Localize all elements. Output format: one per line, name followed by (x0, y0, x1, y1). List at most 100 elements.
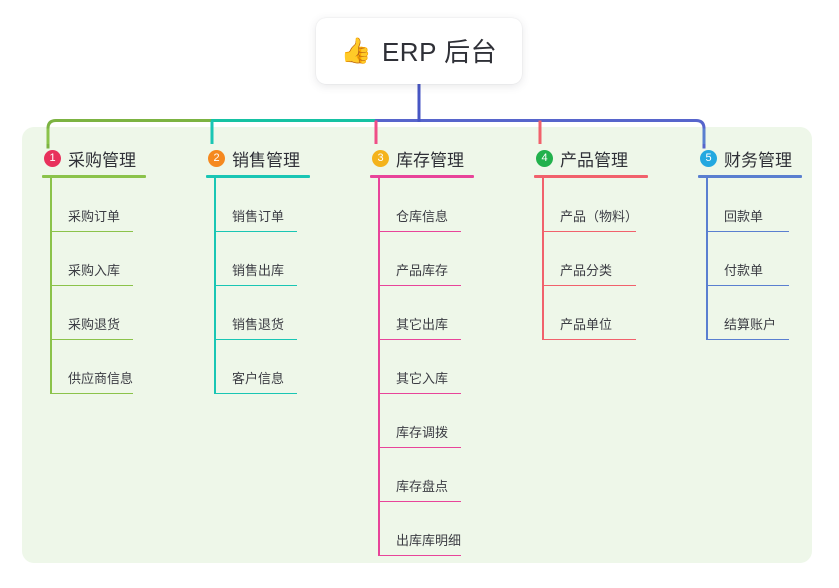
leaf-item[interactable]: 客户信息 (214, 340, 310, 394)
leaf-label: 回款单 (724, 209, 764, 224)
leaf-label: 销售出库 (232, 263, 285, 278)
leaf-underline (542, 284, 636, 286)
leaf-label: 供应商信息 (68, 371, 134, 386)
branch-number-badge: 2 (208, 149, 225, 167)
leaf-item[interactable]: 库存调拨 (378, 394, 474, 448)
leaf-underline (378, 230, 461, 232)
leaf-underline (706, 338, 789, 340)
diagram-panel (22, 127, 812, 563)
leaf-item[interactable]: 产品（物料） (542, 178, 648, 232)
leaf-spine (378, 178, 380, 556)
leaf-item[interactable]: 采购订单 (50, 178, 146, 232)
branch-header-5[interactable]: 5 财务管理 (698, 146, 802, 170)
leaf-underline (378, 500, 461, 502)
leaf-item[interactable]: 供应商信息 (50, 340, 146, 394)
leaf-underline (50, 284, 133, 286)
leaf-label: 其它入库 (396, 371, 449, 386)
leaf-item[interactable]: 销售出库 (214, 232, 310, 286)
leaf-underline (378, 446, 461, 448)
branch-header-underline (370, 175, 474, 178)
branch-number-badge: 4 (536, 149, 553, 167)
leaf-label: 库存调拨 (396, 425, 449, 440)
leaf-label: 结算账户 (724, 317, 777, 332)
leaf-underline (378, 392, 461, 394)
leaf-spine (706, 178, 708, 340)
branch-number-badge: 1 (44, 149, 61, 167)
leaf-label: 销售订单 (232, 209, 285, 224)
leaf-underline (214, 284, 297, 286)
root-node-title: ERP 后台 (381, 36, 498, 67)
leaf-label: 其它出库 (396, 317, 449, 332)
leaf-underline (214, 338, 297, 340)
leaf-underline (706, 230, 789, 232)
branch-header-1[interactable]: 1 采购管理 (42, 146, 146, 170)
branch-header-underline (42, 175, 146, 178)
leaf-list: 采购订单采购入库采购退货供应商信息 (50, 178, 146, 394)
leaf-label: 付款单 (724, 263, 764, 278)
branch-number-badge: 3 (372, 149, 389, 167)
leaf-label: 产品（物料） (560, 209, 639, 224)
branch-column-5: 5 财务管理回款单付款单结算账户 (698, 146, 802, 340)
leaf-underline (214, 230, 297, 232)
leaf-underline (214, 392, 297, 394)
leaf-item[interactable]: 其它出库 (378, 286, 474, 340)
leaf-item[interactable]: 产品库存 (378, 232, 474, 286)
branch-number-badge: 5 (700, 149, 717, 167)
leaf-item[interactable]: 产品单位 (542, 286, 648, 340)
branch-header-underline (206, 175, 310, 178)
leaf-underline (378, 554, 461, 556)
leaf-underline (378, 338, 461, 340)
leaf-item[interactable]: 销售订单 (214, 178, 310, 232)
leaf-item[interactable]: 销售退货 (214, 286, 310, 340)
leaf-underline (50, 230, 133, 232)
leaf-list: 产品（物料） 产品分类产品单位 (542, 178, 648, 340)
leaf-label: 采购退货 (68, 317, 121, 332)
branch-column-1: 1 采购管理采购订单采购入库采购退货供应商信息 (42, 146, 146, 394)
leaf-spine (50, 178, 52, 394)
leaf-label: 采购订单 (68, 209, 121, 224)
branch-column-3: 3 库存管理仓库信息产品库存其它出库其它入库库存调拨库存盘点出库库明细 (370, 146, 474, 556)
leaf-label: 产品单位 (560, 317, 613, 332)
leaf-item[interactable]: 出库库明细 (378, 502, 474, 556)
leaf-item[interactable]: 回款单 (706, 178, 802, 232)
leaf-label: 仓库信息 (396, 209, 449, 224)
leaf-label: 采购入库 (68, 263, 121, 278)
leaf-item[interactable]: 其它入库 (378, 340, 474, 394)
leaf-underline (706, 284, 789, 286)
leaf-item[interactable]: 库存盘点 (378, 448, 474, 502)
root-node-content: 👍 ERP 后台 (341, 32, 497, 69)
leaf-list: 回款单付款单结算账户 (706, 178, 802, 340)
leaf-spine (214, 178, 216, 394)
leaf-label: 客户信息 (232, 371, 285, 386)
leaf-item[interactable]: 采购退货 (50, 286, 146, 340)
branch-title: 采购管理 (68, 150, 136, 170)
branch-header-2[interactable]: 2 销售管理 (206, 146, 310, 170)
leaf-label: 库存盘点 (396, 479, 449, 494)
leaf-item[interactable]: 付款单 (706, 232, 802, 286)
branch-column-2: 2 销售管理销售订单销售出库销售退货客户信息 (206, 146, 310, 394)
leaf-label: 产品分类 (560, 263, 613, 278)
leaf-underline (50, 392, 133, 394)
thumbs-up-icon: 👍 (340, 35, 372, 65)
branch-header-3[interactable]: 3 库存管理 (370, 146, 474, 170)
leaf-underline (378, 284, 461, 286)
root-node-card[interactable]: 👍 ERP 后台 (316, 18, 522, 84)
leaf-label: 销售退货 (232, 317, 285, 332)
leaf-item[interactable]: 采购入库 (50, 232, 146, 286)
branch-title: 库存管理 (396, 150, 464, 170)
leaf-item[interactable]: 结算账户 (706, 286, 802, 340)
leaf-list: 销售订单销售出库销售退货客户信息 (214, 178, 310, 394)
leaf-underline (542, 230, 636, 232)
leaf-item[interactable]: 仓库信息 (378, 178, 474, 232)
branch-title: 销售管理 (232, 150, 300, 170)
leaf-list: 仓库信息产品库存其它出库其它入库库存调拨库存盘点出库库明细 (378, 178, 474, 556)
leaf-underline (50, 338, 133, 340)
leaf-label: 出库库明细 (396, 533, 462, 548)
leaf-item[interactable]: 产品分类 (542, 232, 648, 286)
branch-header-underline (698, 175, 802, 178)
leaf-spine (542, 178, 544, 340)
branch-title: 财务管理 (724, 150, 792, 170)
